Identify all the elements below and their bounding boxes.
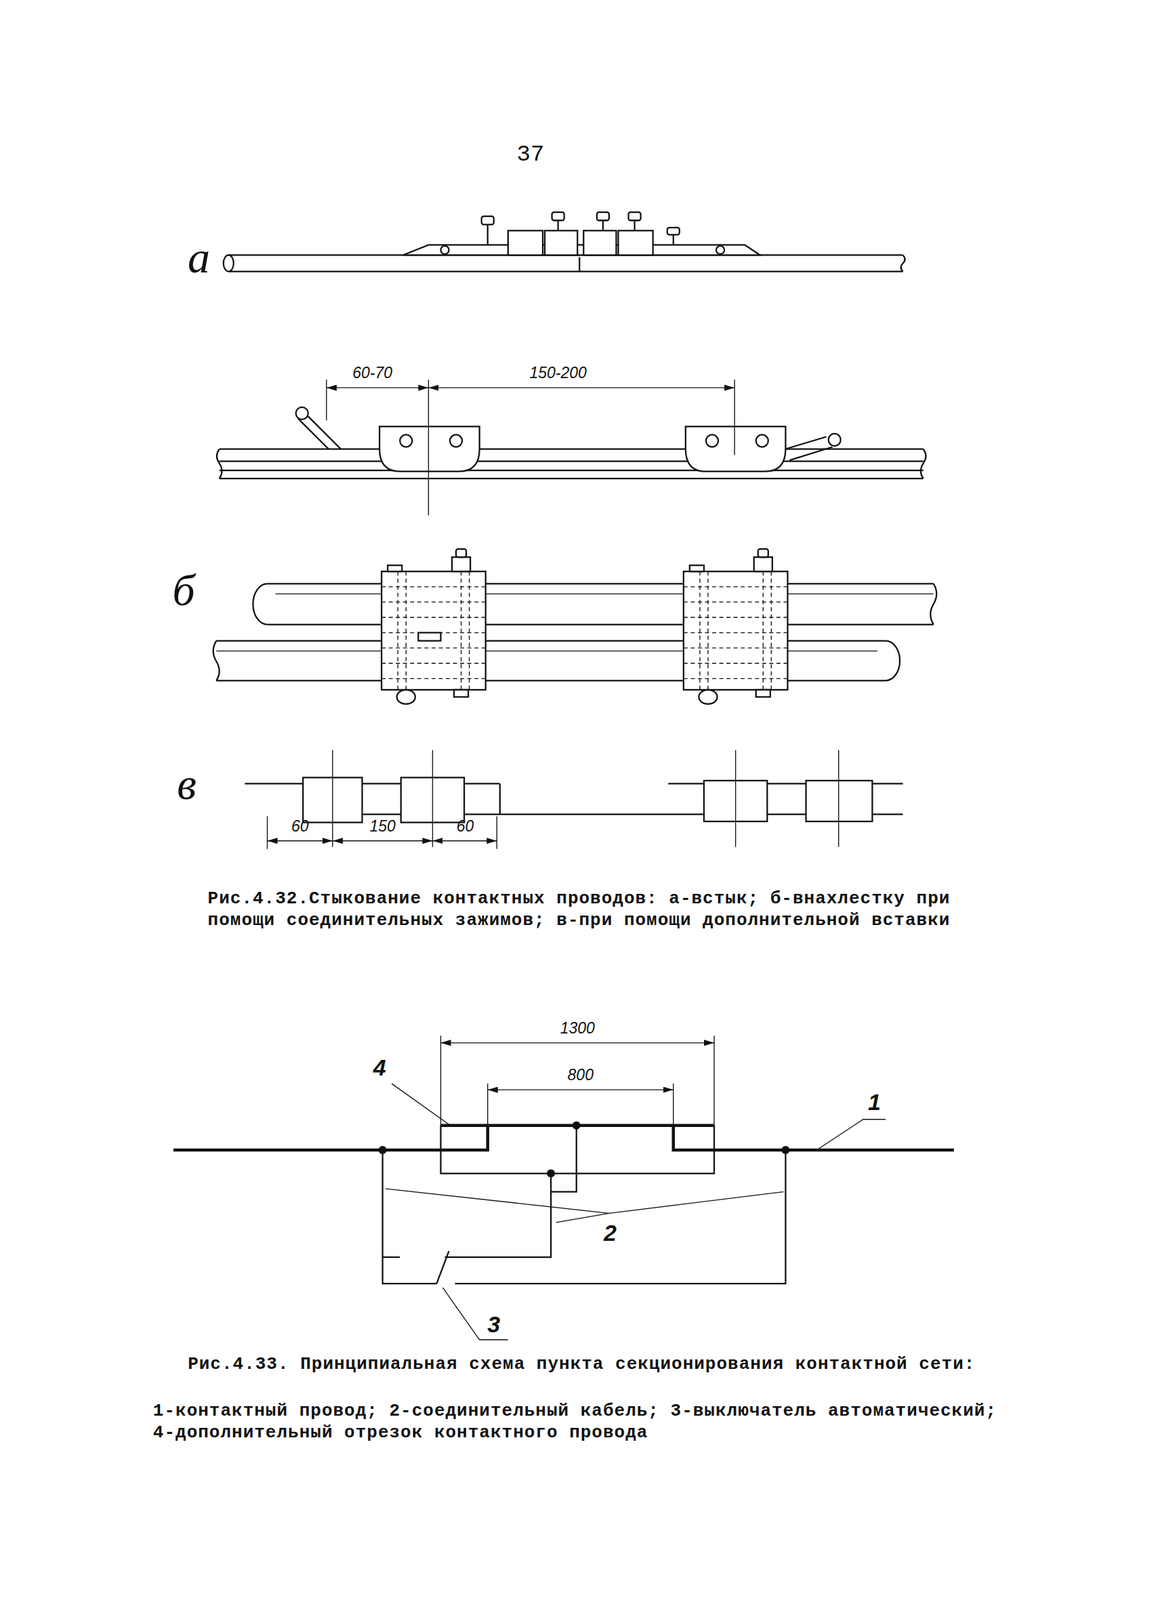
bolt-nut xyxy=(453,689,469,698)
figure-caption: Рис.4.33. Принципиальная схема пункта се… xyxy=(178,1353,986,1376)
extension-line xyxy=(326,379,735,515)
lap-joint-plan-figure xyxy=(213,548,938,704)
bolt-end xyxy=(456,548,467,557)
clamp-hole xyxy=(449,434,463,447)
clamp-hole xyxy=(706,434,719,447)
clamp-body xyxy=(381,571,486,690)
connecting-cable xyxy=(382,1125,786,1284)
clamp-hole xyxy=(399,434,412,447)
wire-groove xyxy=(275,593,934,595)
dimension-label: 60-70 xyxy=(352,363,393,383)
sectioning-scheme xyxy=(173,1035,955,1340)
junction-dot xyxy=(546,1169,555,1178)
connecting-clamp xyxy=(683,548,789,704)
bent-wire-end xyxy=(785,436,833,461)
leader-line xyxy=(391,1083,449,1125)
leader-line xyxy=(385,1188,784,1223)
insert-joint-figure xyxy=(244,750,903,849)
clamp-hole xyxy=(756,434,769,447)
page-number: 37 xyxy=(516,140,545,169)
joint-plate xyxy=(403,244,761,255)
dimension-label: 60 xyxy=(291,817,309,837)
bolt-head xyxy=(387,565,402,572)
callout-number: 4 xyxy=(373,1053,387,1082)
figure-legend: 1-контактный провод; 2-соединительный ка… xyxy=(153,1399,1021,1444)
leader-line xyxy=(442,1287,508,1340)
butt-joint-figure xyxy=(223,212,906,272)
figure-caption: Рис.4.32.Стыкование контактных проводов:… xyxy=(203,887,955,932)
wire-end xyxy=(885,640,900,681)
contact-wire xyxy=(173,1125,955,1150)
clamp-block xyxy=(617,230,653,255)
callout-number: 3 xyxy=(487,1310,501,1339)
dimension-label: 60 xyxy=(456,817,475,837)
bolt-end xyxy=(758,548,769,557)
plate-hole xyxy=(440,245,449,255)
bolt-nut xyxy=(756,689,771,698)
plate-hole xyxy=(716,245,725,255)
switch-contact xyxy=(436,1250,449,1284)
wire-break xyxy=(901,254,906,272)
bolt-head xyxy=(481,216,494,225)
wire-end xyxy=(296,407,309,420)
bolt-nut xyxy=(754,556,773,572)
clamp-block xyxy=(583,230,616,255)
joint-line xyxy=(578,256,580,272)
leader-line xyxy=(818,1119,886,1150)
figure-letter: а xyxy=(187,230,211,284)
wire-end xyxy=(252,583,267,625)
contact-wire xyxy=(219,449,924,480)
wire-end xyxy=(828,433,841,446)
junction-dot xyxy=(378,1145,387,1154)
junction-dot xyxy=(781,1145,790,1154)
extension-line xyxy=(440,1035,715,1126)
clamp-slot xyxy=(418,632,441,641)
bent-wire-end xyxy=(298,416,341,449)
contact-wire xyxy=(266,583,934,625)
callout-number: 1 xyxy=(867,1088,881,1116)
wire-insert-loop xyxy=(440,1125,715,1174)
center-line xyxy=(266,750,839,849)
dimension-label: 1300 xyxy=(560,1019,595,1039)
dimension-label: 800 xyxy=(567,1065,594,1085)
bolt-head xyxy=(689,565,704,572)
dimension-line xyxy=(440,1042,715,1043)
dimension-label: 150 xyxy=(369,817,396,837)
bolt-head xyxy=(698,689,717,704)
clamp-block xyxy=(806,780,873,822)
bolt-head xyxy=(397,689,416,704)
lap-joint-side-figure xyxy=(216,379,926,515)
dimension-line xyxy=(432,840,497,841)
clamp-grid xyxy=(381,571,486,690)
callout-number: 2 xyxy=(603,1218,617,1247)
wire-break xyxy=(930,583,937,625)
dimension-line xyxy=(332,840,433,841)
wire-break xyxy=(216,449,926,480)
bolt-head xyxy=(552,212,565,221)
figure-letter: б xyxy=(172,563,195,617)
junction-dot xyxy=(572,1121,581,1130)
clamp-block xyxy=(544,230,578,255)
clamp-body xyxy=(683,571,789,690)
clamp-grid xyxy=(683,571,789,690)
figure-letter: в xyxy=(176,756,197,811)
bolt-head xyxy=(628,212,641,221)
contact-wire xyxy=(228,254,903,272)
bolt-nut xyxy=(451,556,471,572)
dimension-line xyxy=(428,387,735,389)
dimension-line xyxy=(326,387,429,389)
dimension-line xyxy=(266,840,333,841)
dimension-line xyxy=(487,1088,674,1090)
wire-break xyxy=(213,640,220,681)
connecting-clamp xyxy=(685,426,786,471)
wire-end xyxy=(223,254,234,272)
connecting-clamp xyxy=(381,548,486,704)
clamp-block xyxy=(508,230,543,255)
bolt-stem xyxy=(487,220,674,245)
bolt-head xyxy=(667,227,680,236)
connecting-clamp xyxy=(379,426,480,471)
bolt-head xyxy=(596,212,610,221)
dimension-label: 150-200 xyxy=(529,363,587,383)
